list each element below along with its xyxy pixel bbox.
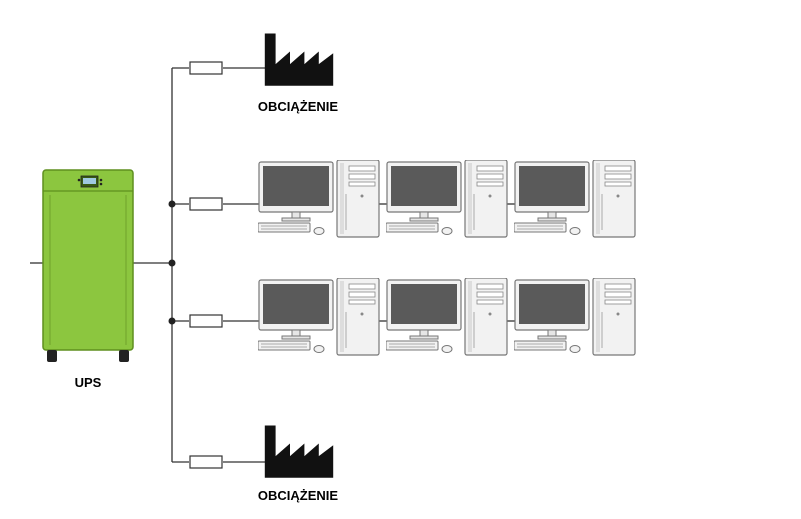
- fuse-icon: [189, 61, 223, 75]
- junctions: [168, 200, 176, 325]
- computer-workstation-icon: [386, 278, 508, 356]
- fuse-icon: [189, 197, 223, 211]
- load-label-top: OBCIĄŻENIE: [258, 99, 339, 114]
- fuse-icon: [189, 455, 223, 469]
- computer-workstation-icon: [386, 160, 508, 238]
- fuse-icon: [189, 314, 223, 328]
- ups-label: UPS: [75, 375, 102, 390]
- junction-dot: [168, 317, 176, 325]
- computer-workstation-icon: [514, 278, 636, 356]
- factory-icon: [264, 425, 334, 478]
- junction-dot: [168, 259, 176, 267]
- computer-workstation-icon: [258, 160, 380, 238]
- load-label-bottom: OBCIĄŻENIE: [258, 488, 339, 503]
- ups-cabinet-icon: [42, 169, 134, 362]
- computer-workstation-icon: [514, 160, 636, 238]
- factory-icon: [264, 33, 334, 86]
- computer-workstation-icon: [258, 278, 380, 356]
- junction-dot: [168, 200, 176, 208]
